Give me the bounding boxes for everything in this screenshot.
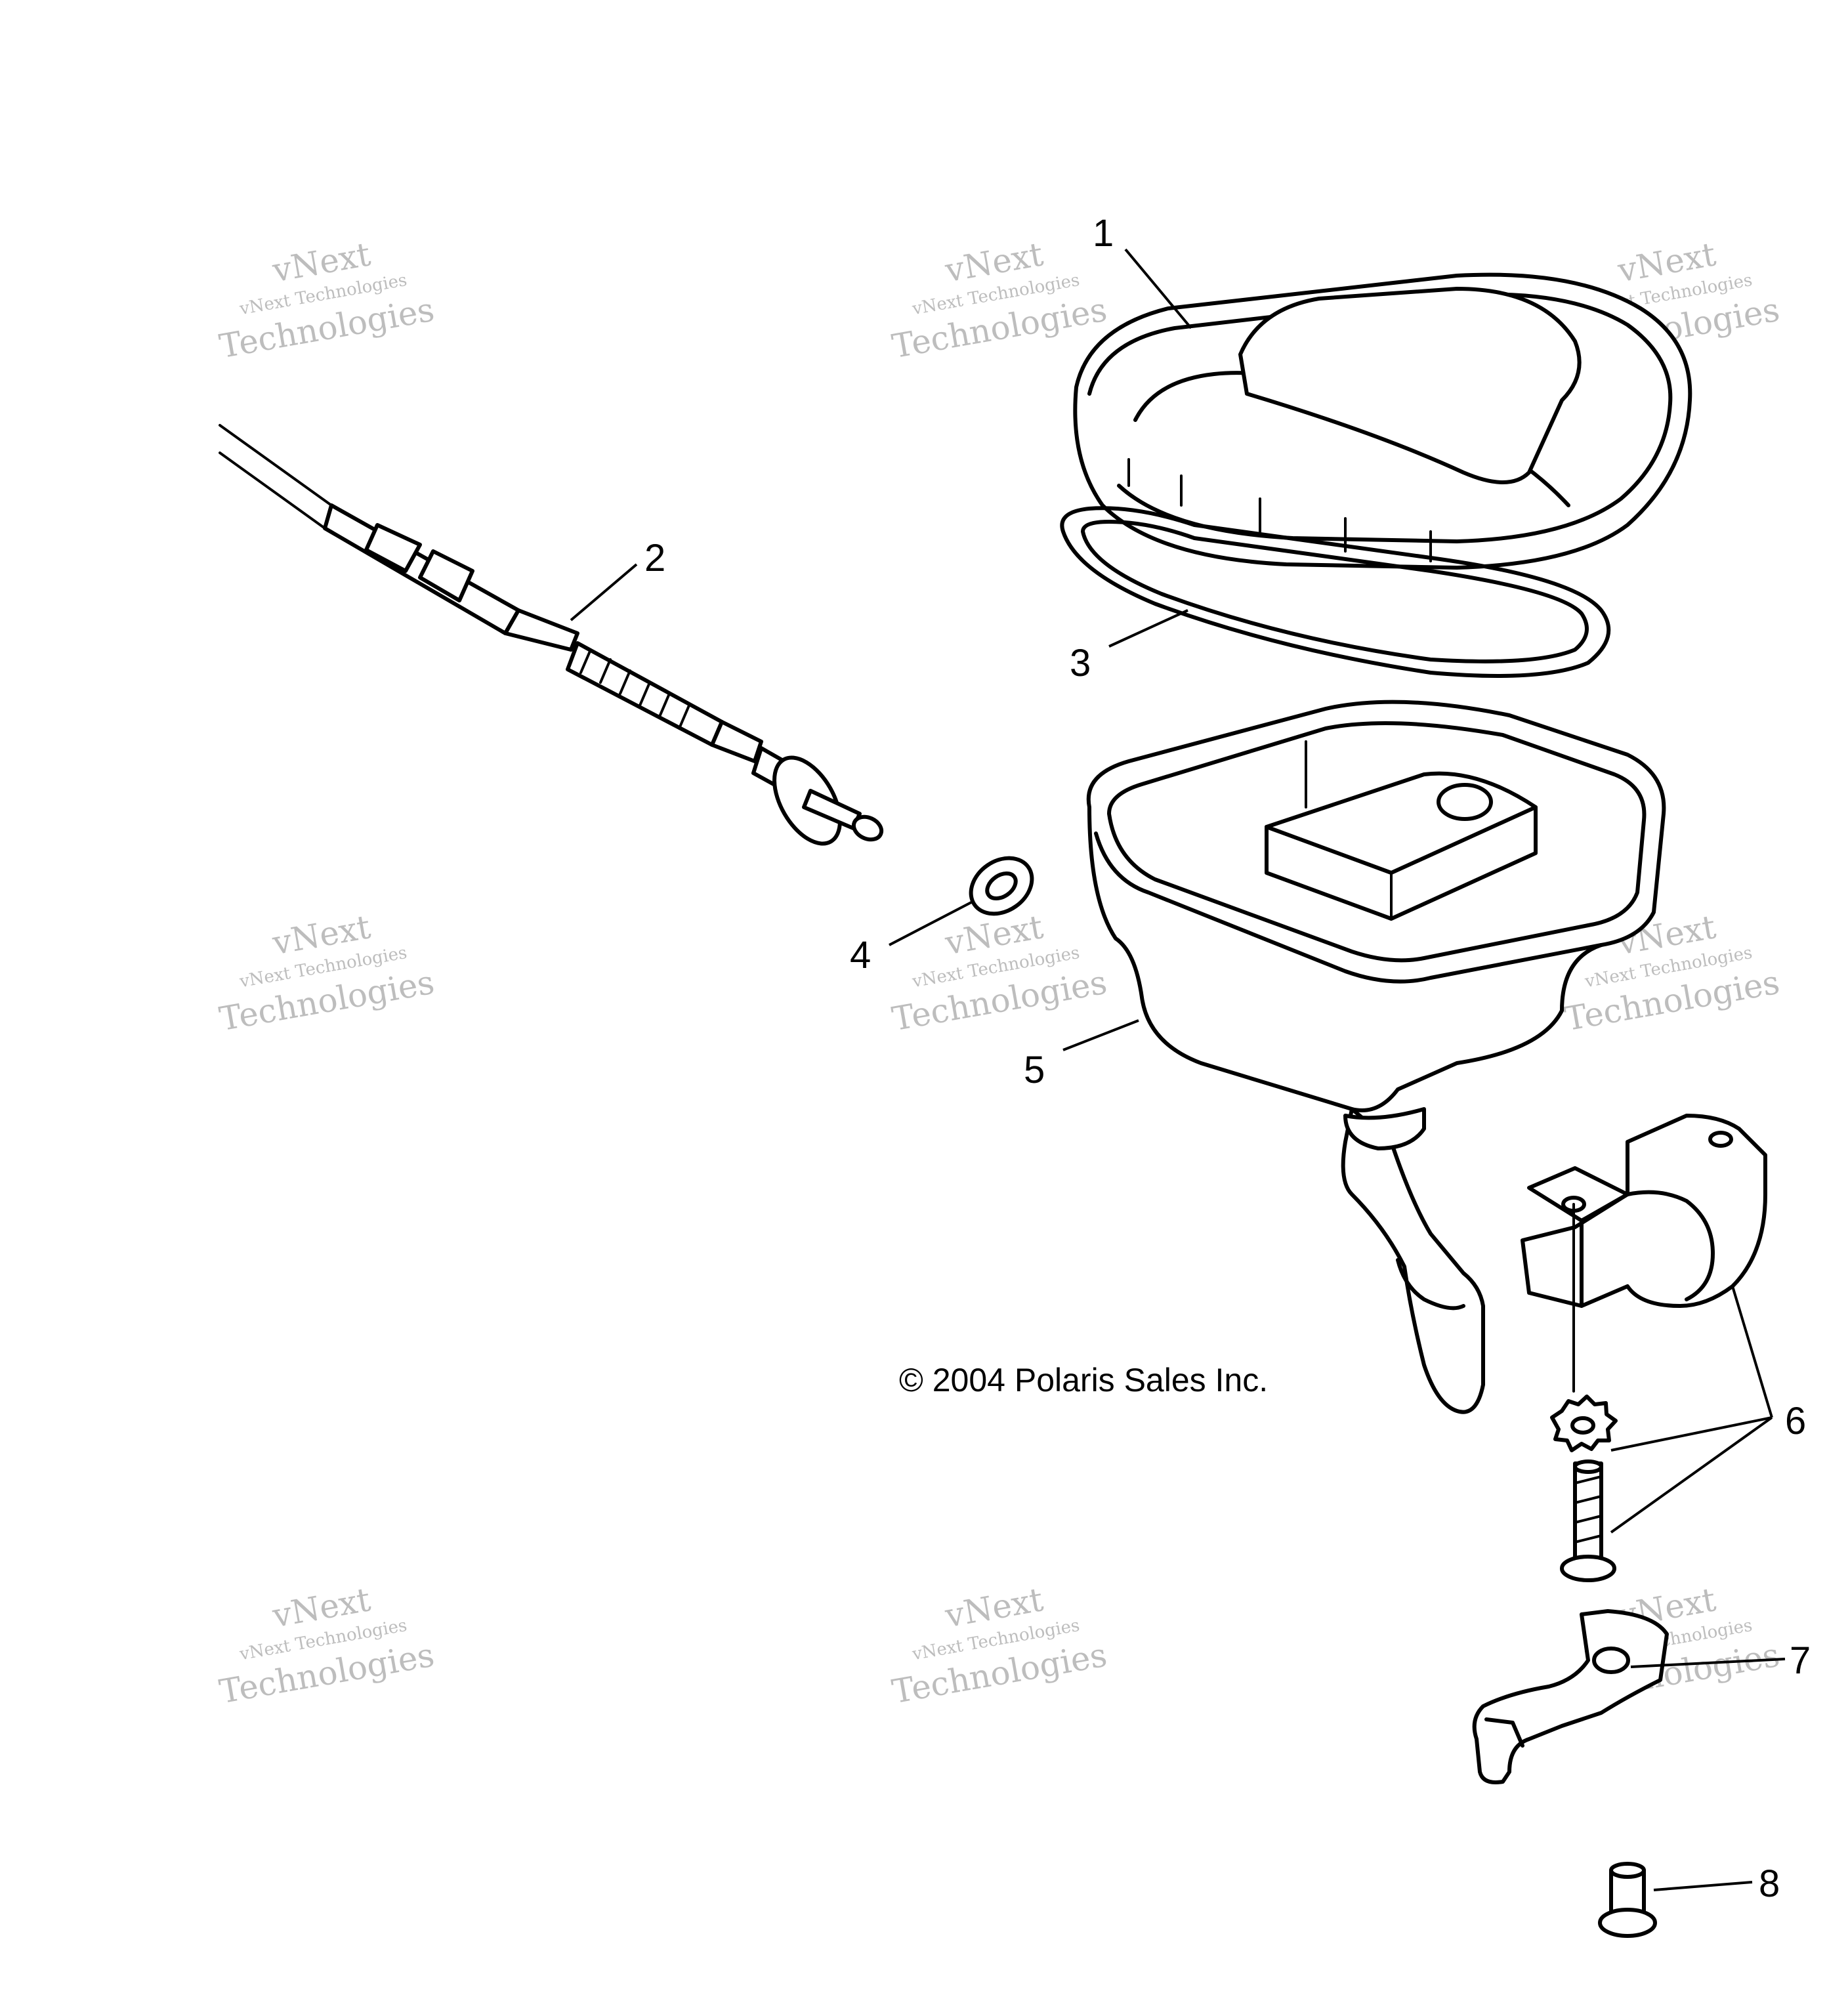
copyright-text: © 2004 Polaris Sales Inc. (899, 1362, 1268, 1398)
leader-line (1630, 1658, 1786, 1668)
callout-1: 1 (1093, 212, 1114, 255)
callout-4: 4 (850, 934, 871, 976)
callout-5: 5 (1024, 1049, 1045, 1091)
callout-3: 3 (1070, 642, 1091, 684)
housing-part (1086, 700, 1666, 1414)
leader-line (1124, 248, 1192, 329)
callout-8: 8 (1759, 1862, 1780, 1905)
leader-line (1653, 1881, 1753, 1891)
leader-line (1062, 1019, 1139, 1051)
watermark-tile: vNext vNext Technologies Technologies (217, 235, 437, 366)
leader-line (889, 901, 972, 946)
watermark-tile: vNext vNext Technologies Technologies (889, 1580, 1110, 1711)
leader-line (1610, 1416, 1773, 1534)
watermark-tile: vNext vNext Technologies Technologies (217, 1580, 437, 1711)
watermark-tile: vNext vNext Technologies Technologies (889, 235, 1110, 366)
clamp-part (1521, 1114, 1767, 1393)
bolt-part (1598, 1862, 1657, 1938)
screw-part (1560, 1460, 1616, 1582)
callout-7: 7 (1790, 1639, 1811, 1682)
cover-part (1073, 272, 1692, 570)
throttle-cable (219, 424, 884, 846)
washer-part (969, 856, 1034, 916)
callout-2: 2 (644, 537, 665, 579)
leader-line (1610, 1416, 1773, 1452)
watermark-tile: vNext vNext Technologies Technologies (889, 908, 1110, 1038)
lockwasher-part (1550, 1395, 1618, 1452)
leader-line (1108, 609, 1188, 648)
leader-line (1731, 1286, 1773, 1418)
watermark-tile: vNext vNext Technologies Technologies (217, 908, 437, 1038)
callout-6: 6 (1785, 1400, 1806, 1442)
leader-line (570, 563, 638, 621)
